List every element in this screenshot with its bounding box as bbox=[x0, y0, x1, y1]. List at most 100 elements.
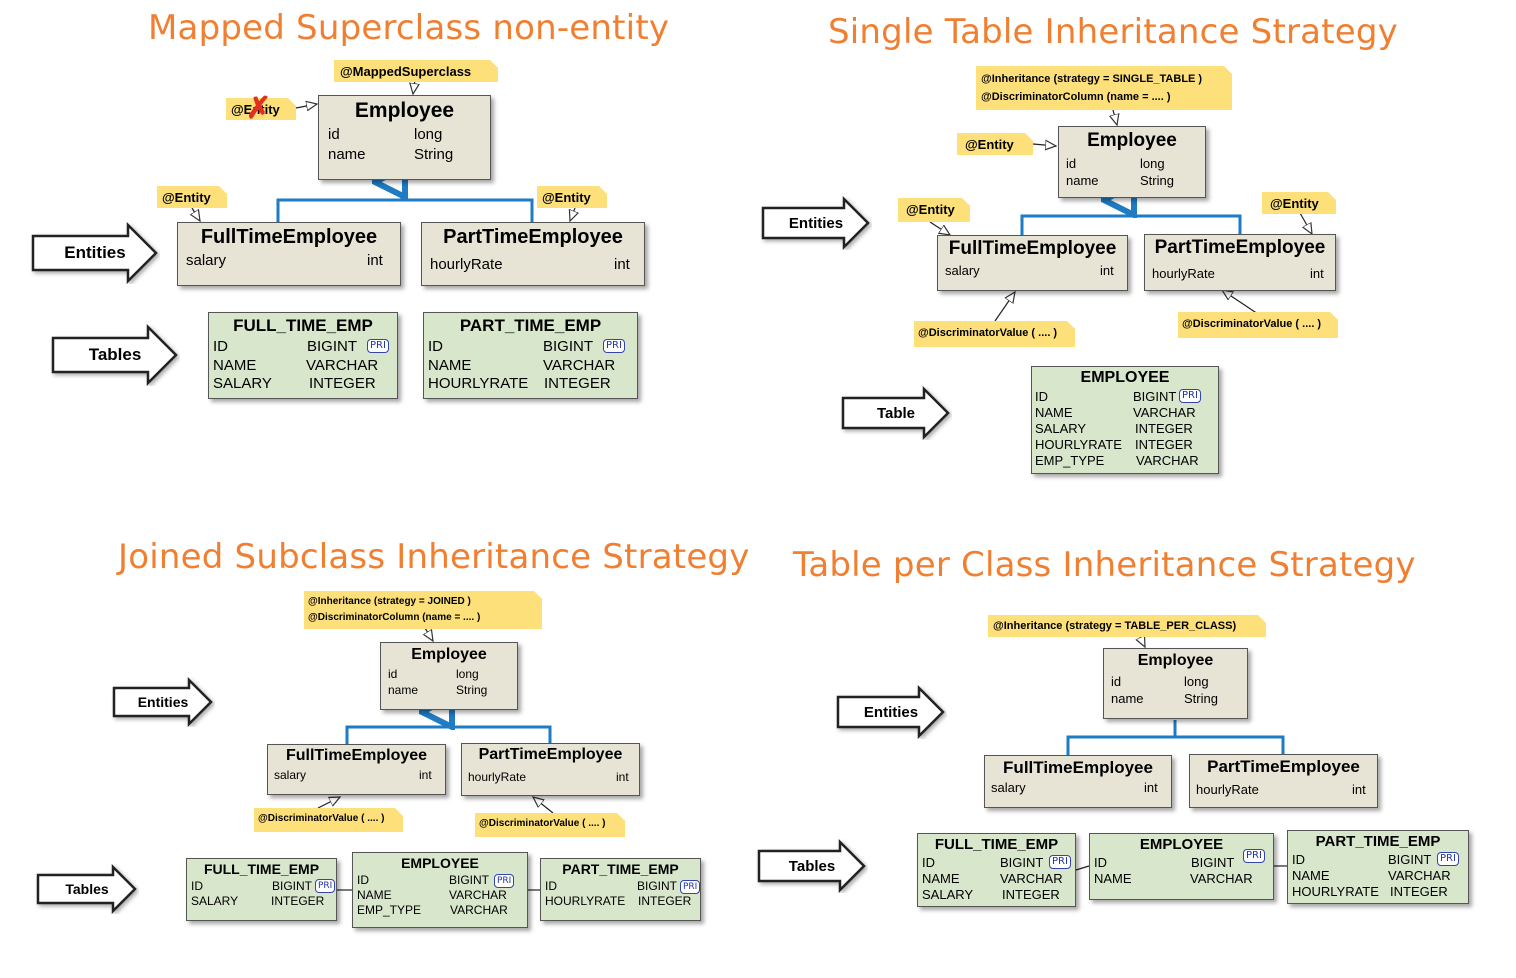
q4-parttime-class: PartTimeEmployee hourlyRate int bbox=[1189, 754, 1378, 808]
q2-parttime-class: PartTimeEmployee hourlyRate int bbox=[1144, 234, 1336, 291]
field-type: String bbox=[414, 146, 454, 163]
column-type: BIGINT bbox=[543, 338, 594, 355]
q3-table-employee: EMPLOYEE ID BIGINT PRI NAME VARCHAR EMP_… bbox=[352, 852, 528, 928]
right-arrow-icon bbox=[51, 323, 178, 387]
column-name: ID bbox=[1292, 852, 1305, 867]
note-line: @DiscriminatorColumn (name = .... ) bbox=[981, 91, 1171, 103]
column-name: NAME bbox=[1035, 405, 1073, 420]
q3-employee-class: Employee id long name String bbox=[380, 642, 518, 710]
field-name: id bbox=[1111, 674, 1122, 689]
field-type: long bbox=[1140, 156, 1165, 171]
column-name: ID bbox=[357, 873, 369, 887]
q4-table-employee: EMPLOYEE ID BIGINT PRI NAME VARCHAR bbox=[1089, 833, 1274, 900]
q2-note-entity-left: @Entity bbox=[898, 198, 970, 222]
cross-icon: ✗ bbox=[246, 92, 272, 125]
q3-entities-arrow: Entities bbox=[111, 676, 215, 728]
field-type: int bbox=[614, 256, 630, 273]
column-type: BIGINT bbox=[1191, 855, 1235, 870]
note-line: @Inheritance (strategy = JOINED ) bbox=[308, 596, 471, 607]
q1-note-entity-crossed: @Entity bbox=[226, 98, 296, 120]
class-name: FullTimeEmployee bbox=[285, 747, 428, 764]
q3-table-part-time-emp: PART_TIME_EMP ID BIGINT PRI HOURLYRATE I… bbox=[540, 858, 701, 921]
q4-tables-arrow: Tables bbox=[756, 838, 868, 894]
arrow-label: Tables bbox=[88, 345, 142, 364]
column-name: NAME bbox=[213, 357, 257, 374]
q2-note-entity-employee: @Entity bbox=[957, 133, 1033, 155]
q1-table-part-time-emp: PART_TIME_EMP ID BIGINT PRI NAME VARCHAR… bbox=[423, 312, 638, 399]
class-name: FullTimeEmployee bbox=[200, 226, 378, 248]
column-type: INTEGER bbox=[638, 894, 692, 908]
field-name: name bbox=[328, 146, 366, 163]
arrow-label: Entities bbox=[788, 214, 844, 232]
column-type: VARCHAR bbox=[306, 357, 379, 374]
column-type: BIGINT bbox=[272, 879, 313, 893]
q2-note-discriminator-left: @DiscriminatorValue ( .... ) bbox=[914, 321, 1075, 347]
table-name: EMPLOYEE bbox=[401, 855, 479, 871]
table-name: EMPLOYEE bbox=[1080, 369, 1170, 386]
primary-key-badge: PRI bbox=[1437, 852, 1459, 866]
table-name: EMPLOYEE bbox=[1139, 836, 1224, 853]
table-name: FULL_TIME_EMP bbox=[203, 861, 320, 877]
field-name: hourlyRate bbox=[1152, 266, 1215, 281]
class-name: PartTimeEmployee bbox=[1154, 237, 1326, 258]
column-type: VARCHAR bbox=[1133, 405, 1196, 420]
field-type: String bbox=[456, 683, 488, 697]
column-name: NAME bbox=[357, 888, 392, 902]
class-name: Employee bbox=[1137, 652, 1214, 669]
field-type: int bbox=[1310, 266, 1324, 281]
column-name: EMP_TYPE bbox=[1035, 453, 1105, 468]
column-type: BIGINT bbox=[449, 873, 490, 887]
q1-table-full-time-emp: FULL_TIME_EMP ID BIGINT PRI NAME VARCHAR… bbox=[208, 312, 398, 399]
field-name: id bbox=[328, 126, 340, 143]
column-type: VARCHAR bbox=[543, 357, 616, 374]
right-arrow-icon bbox=[841, 385, 950, 441]
q3-fulltime-class: FullTimeEmployee salary int bbox=[267, 744, 446, 795]
primary-key-badge: PRI bbox=[603, 339, 625, 353]
field-name: hourlyRate bbox=[1196, 782, 1259, 797]
column-type: INTEGER bbox=[271, 894, 325, 908]
right-arrow-icon bbox=[757, 838, 866, 894]
column-type: BIGINT bbox=[1000, 855, 1044, 870]
field-name: name bbox=[1066, 173, 1099, 188]
column-name: NAME bbox=[1094, 871, 1132, 886]
q2-fulltime-class: FullTimeEmployee salary int bbox=[937, 235, 1128, 291]
q3-table-full-time-emp: FULL_TIME_EMP ID BIGINT PRI SALARY INTEG… bbox=[186, 858, 337, 921]
q2-note-discriminator-right: @DiscriminatorValue ( .... ) bbox=[1178, 312, 1338, 338]
class-name: PartTimeEmployee bbox=[443, 226, 623, 248]
q4-employee-class: Employee id long name String bbox=[1103, 648, 1248, 719]
field-type: int bbox=[1144, 780, 1158, 795]
field-name: id bbox=[388, 667, 398, 681]
column-name: NAME bbox=[922, 871, 960, 886]
q3-note-inheritance: @Inheritance (strategy = JOINED ) @Discr… bbox=[304, 591, 542, 629]
right-arrow-icon bbox=[31, 221, 158, 285]
field-name: salary bbox=[186, 252, 227, 269]
column-name: HOURLYRATE bbox=[545, 894, 626, 908]
field-type: long bbox=[414, 126, 443, 143]
q2-note-inheritance: @Inheritance (strategy = SINGLE_TABLE ) … bbox=[976, 66, 1232, 110]
column-type: BIGINT bbox=[307, 338, 358, 355]
column-name: NAME bbox=[1292, 868, 1330, 883]
column-type: BIGINT bbox=[1388, 852, 1432, 867]
q4-note-inheritance: @Inheritance (strategy = TABLE_PER_CLASS… bbox=[988, 615, 1266, 637]
q1-tables-arrow: Tables bbox=[50, 323, 180, 387]
field-type: String bbox=[1140, 173, 1174, 188]
primary-key-badge: PRI bbox=[1049, 855, 1071, 869]
field-type: int bbox=[616, 770, 629, 784]
q3-parttime-class: PartTimeEmployee hourlyRate int bbox=[461, 743, 640, 796]
q2-entities-arrow: Entities bbox=[760, 195, 872, 251]
class-name: Employee bbox=[1087, 130, 1177, 151]
column-type: VARCHAR bbox=[1388, 868, 1451, 883]
column-type: VARCHAR bbox=[1190, 871, 1253, 886]
note-line: @Inheritance (strategy = SINGLE_TABLE ) bbox=[981, 73, 1203, 85]
right-arrow-icon bbox=[761, 195, 870, 251]
q1-parttime-class: PartTimeEmployee hourlyRate int bbox=[421, 222, 645, 286]
right-arrow-icon bbox=[836, 684, 945, 740]
column-type: VARCHAR bbox=[449, 888, 507, 902]
column-name: HOURLYRATE bbox=[1292, 884, 1379, 899]
field-name: hourlyRate bbox=[468, 770, 527, 784]
field-name: hourlyRate bbox=[430, 256, 503, 273]
arrow-label: Entities bbox=[137, 694, 189, 710]
q1-title: Mapped Superclass non-entity bbox=[148, 8, 670, 48]
primary-key-badge: PRI bbox=[494, 874, 515, 888]
field-type: long bbox=[1184, 674, 1209, 689]
